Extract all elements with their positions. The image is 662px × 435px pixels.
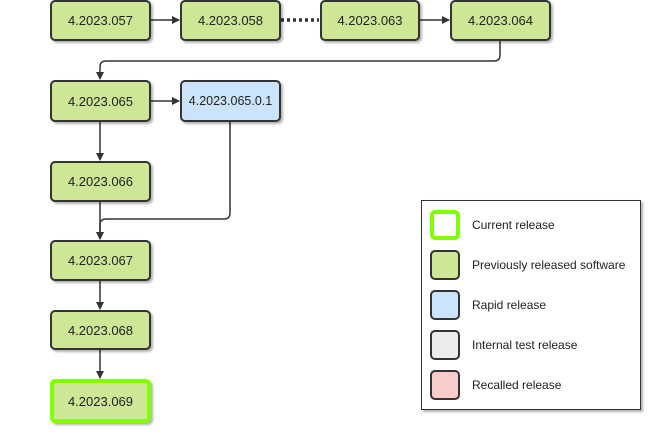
node-4-2023-066[interactable]: 4.2023.066 (50, 161, 151, 202)
node-4-2023-065-0-1[interactable]: 4.2023.065.0.1 (180, 80, 281, 122)
legend-swatch-previous (430, 250, 460, 280)
legend-label-recalled: Recalled release (472, 378, 562, 392)
node-4-2023-058[interactable]: 4.2023.058 (180, 0, 281, 41)
node-4-2023-065[interactable]: 4.2023.065 (50, 80, 151, 122)
legend-item-recalled: Recalled release (430, 369, 561, 401)
legend-item-previous: Previously released software (430, 249, 625, 281)
edge-065-0-1-067 (96, 122, 231, 240)
legend-swatch-current (430, 210, 460, 240)
legend: Current release Previously released soft… (421, 200, 641, 410)
legend-label-previous: Previously released software (472, 258, 626, 272)
legend-item-rapid: Rapid release (430, 289, 546, 321)
edge-064-065 (96, 41, 501, 80)
legend-swatch-recalled (430, 370, 460, 400)
node-4-2023-064[interactable]: 4.2023.064 (450, 0, 551, 41)
node-4-2023-057[interactable]: 4.2023.057 (50, 0, 151, 41)
node-4-2023-068[interactable]: 4.2023.068 (50, 310, 151, 350)
node-4-2023-067[interactable]: 4.2023.067 (50, 240, 151, 281)
legend-swatch-rapid (430, 290, 460, 320)
legend-item-internal: Internal test release (430, 329, 577, 361)
node-4-2023-063[interactable]: 4.2023.063 (320, 0, 420, 41)
legend-swatch-internal (430, 330, 460, 360)
legend-label-rapid: Rapid release (472, 298, 547, 312)
legend-item-current: Current release (430, 209, 555, 241)
legend-label-internal: Internal test release (472, 338, 578, 352)
legend-label-current: Current release (472, 218, 555, 232)
node-4-2023-069-current[interactable]: 4.2023.069 (50, 379, 151, 423)
